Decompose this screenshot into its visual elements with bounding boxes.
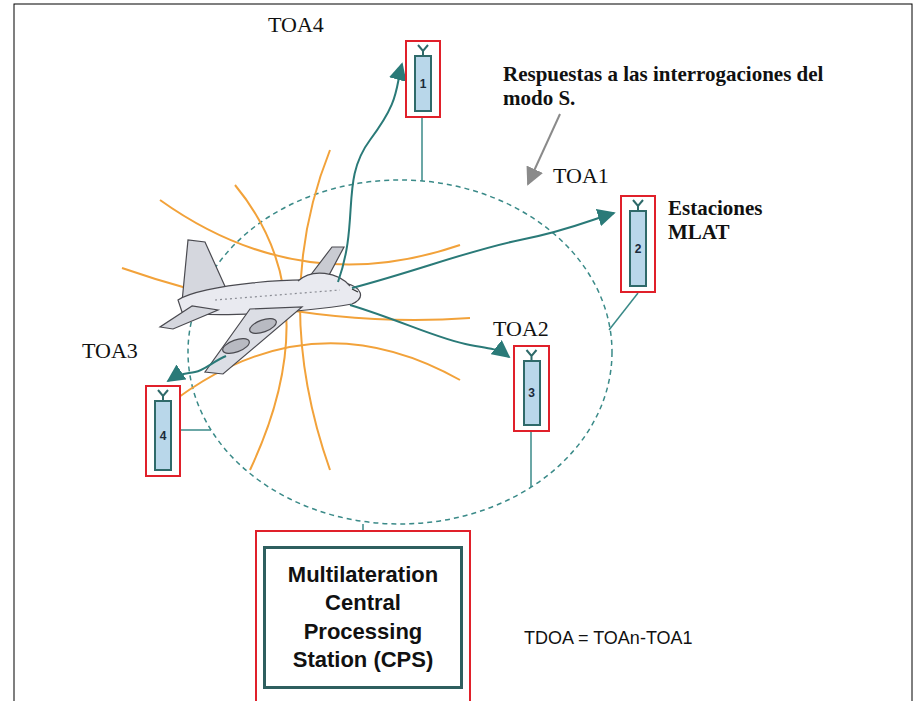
ring-links — [181, 118, 638, 531]
frame — [14, 4, 912, 701]
antenna-symbol — [407, 42, 439, 56]
antenna-symbol — [622, 197, 654, 211]
cps-inner-box: Multilateration Central Processing Stati… — [263, 546, 463, 689]
toa-label: TOA3 — [82, 338, 138, 363]
toa-label: TOA1 — [553, 163, 609, 188]
station-caption: Estaciones MLAT — [668, 196, 793, 244]
mlat-station: 4 — [145, 385, 181, 477]
box-title: Multilateration Central Processing Stati… — [274, 561, 452, 674]
station-number: 4 — [160, 430, 167, 442]
station-number: 3 — [528, 387, 535, 399]
formula-note: TDOA = TOAn-TOA1 — [524, 628, 693, 649]
mlat-station: 2 — [620, 195, 656, 293]
mlat-station: 1 — [405, 40, 441, 118]
station-number: 2 — [635, 243, 642, 255]
callout-note: Respuestas a las interrogaciones del mod… — [503, 62, 853, 110]
toa-label: TOA2 — [493, 316, 549, 341]
station-tower: 2 — [629, 210, 647, 287]
station-tower: 4 — [154, 400, 172, 471]
antenna-symbol — [515, 347, 548, 361]
airplane — [160, 240, 360, 374]
processing-station-box: Multilateration Central Processing Stati… — [255, 530, 471, 701]
antenna-symbol — [147, 387, 179, 401]
network-ring — [188, 180, 612, 524]
station-tower: 1 — [414, 55, 432, 112]
station-number: 1 — [420, 78, 427, 90]
reply-signals — [168, 64, 614, 381]
station-tower: 3 — [523, 360, 541, 426]
mlat-station: 3 — [513, 345, 550, 432]
toa-label: TOA4 — [268, 12, 324, 37]
